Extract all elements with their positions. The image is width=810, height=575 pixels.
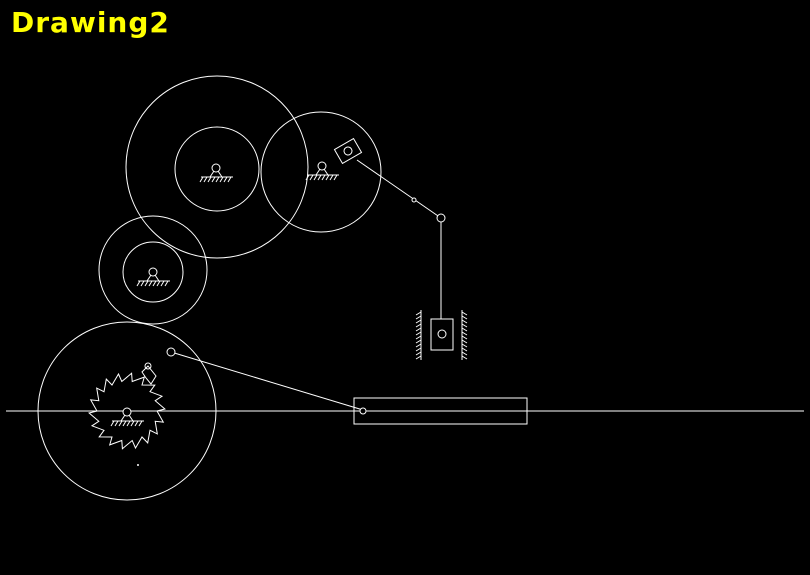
left-guide [415, 310, 422, 360]
vertical-slider-pin [437, 329, 447, 339]
link-arm [356, 159, 442, 219]
right-guide [461, 310, 468, 360]
drawing-title: Drawing2 [11, 6, 170, 39]
link-joint [411, 197, 417, 203]
vertical-slider [430, 318, 454, 351]
ground-support-3 [136, 267, 170, 287]
ground-support-4 [110, 407, 144, 427]
ground-support-2 [305, 161, 339, 181]
pawl [141, 362, 157, 385]
left-gear-outer [98, 215, 208, 325]
reference-dot [137, 464, 139, 466]
bottom-wheel [37, 321, 217, 501]
left-gear-inner [122, 241, 184, 303]
link-pivot [436, 213, 446, 223]
connecting-rod [170, 351, 364, 411]
large-gear-circle [125, 75, 309, 259]
right-gear-circle [260, 111, 382, 233]
crank-pin [166, 347, 176, 357]
ratchet-wheel [88, 372, 166, 450]
crank-slider-block [333, 137, 363, 165]
large-gear-hub-circle [174, 126, 260, 212]
slider-pin [359, 407, 367, 415]
slider-block [353, 397, 528, 425]
ground-support-1 [199, 163, 233, 183]
